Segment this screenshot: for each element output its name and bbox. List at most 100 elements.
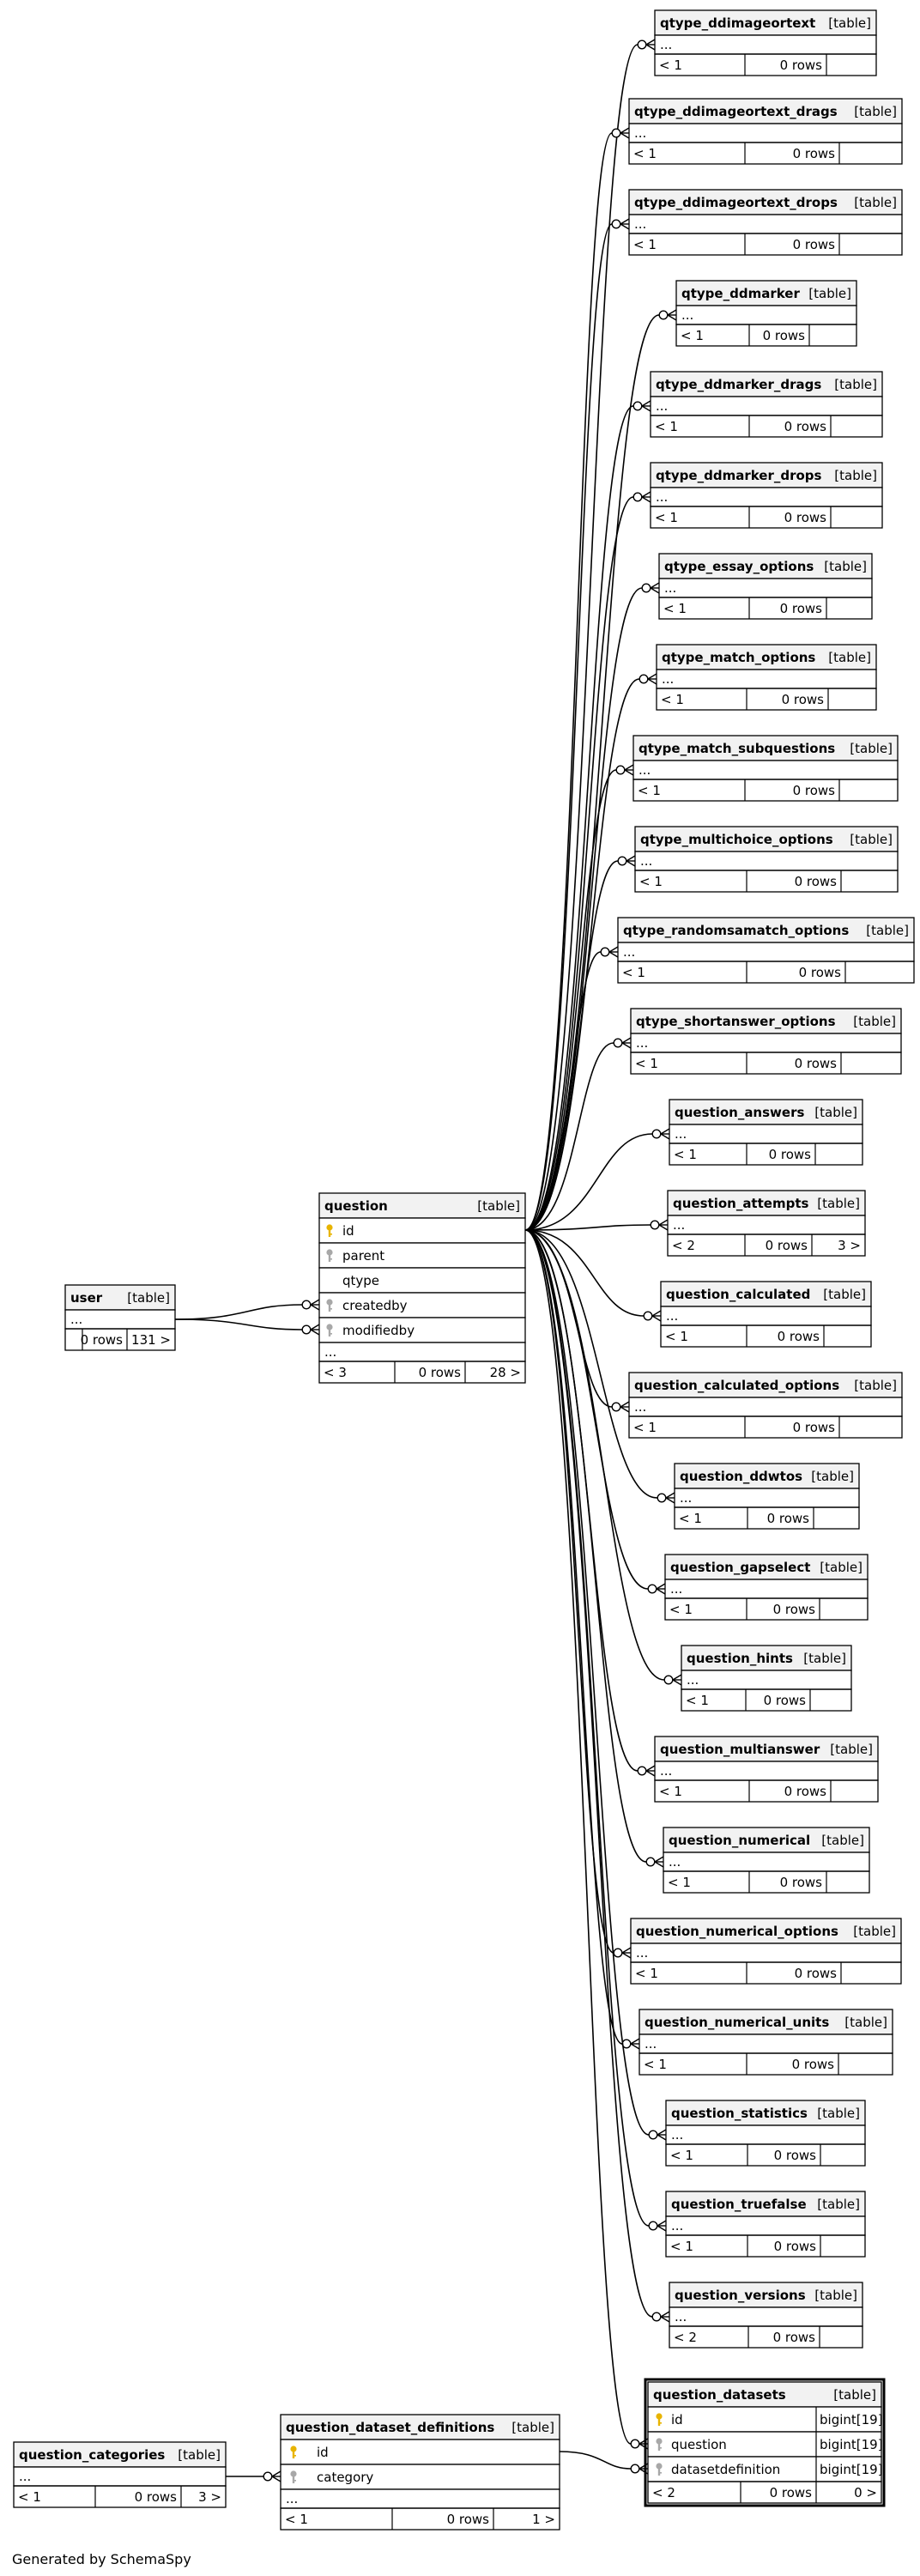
question-multianswer-table-parents-count[interactable]: < 1 bbox=[659, 1784, 682, 1799]
question-categories-table-parents-count[interactable]: < 1 bbox=[18, 2489, 41, 2505]
qtype-match-options-table-parents-count[interactable]: < 1 bbox=[661, 692, 684, 707]
qtype-ddmarker-drags-table-parents-count[interactable]: < 1 bbox=[655, 419, 678, 434]
qtype-ddimageortext-drags-table-parents-count[interactable]: < 1 bbox=[633, 146, 657, 161]
question-calculated-options-table-title[interactable]: question_calculated_options bbox=[634, 1378, 839, 1393]
qtype-multichoice-options-table-parents-count[interactable]: < 1 bbox=[639, 874, 663, 889]
qtype-ddmarker-drops-table-parents-count[interactable]: < 1 bbox=[655, 510, 678, 525]
question-dataset-definitions-table-children-count[interactable]: 1 > bbox=[532, 2512, 555, 2527]
question-attempts-table-title[interactable]: question_attempts bbox=[673, 1196, 808, 1211]
question-column-qtype[interactable]: qtype bbox=[342, 1273, 379, 1288]
question-table-parents-count[interactable]: < 3 bbox=[324, 1365, 347, 1380]
question-calculated-table-title[interactable]: question_calculated bbox=[666, 1287, 810, 1302]
question-dataset-definitions-column-id[interactable]: id bbox=[317, 2445, 329, 2460]
question-numerical-options-table-parents-count[interactable]: < 1 bbox=[635, 1966, 658, 1981]
qtype-ddimageortext-drops-table-title[interactable]: qtype_ddimageortext_drops bbox=[634, 195, 838, 210]
question-datasets-table-parents-count[interactable]: < 2 bbox=[652, 2485, 675, 2500]
qtype-essay-options-table-title[interactable]: qtype_essay_options bbox=[664, 559, 814, 574]
qtype-ddimageortext-drags-table-title[interactable]: qtype_ddimageortext_drags bbox=[634, 104, 838, 119]
question-gapselect-table-title[interactable]: question_gapselect bbox=[670, 1560, 810, 1575]
question-categories-table-children-count[interactable]: 3 > bbox=[198, 2489, 221, 2505]
question-column-parent[interactable]: parent bbox=[342, 1248, 384, 1264]
question-versions-table-title[interactable]: question_versions bbox=[675, 2288, 806, 2303]
qtype-ddimageortext-table-title[interactable]: qtype_ddimageortext bbox=[660, 15, 815, 31]
question-versions-table-parents-count[interactable]: < 2 bbox=[674, 2330, 697, 2345]
qtype-shortanswer-options-table-title[interactable]: qtype_shortanswer_options bbox=[636, 1014, 836, 1029]
question-statistics-table-title[interactable]: question_statistics bbox=[671, 2106, 808, 2121]
qtype-multichoice-options-table-title[interactable]: qtype_multichoice_options bbox=[640, 832, 833, 847]
question-calculated-table-parents-count[interactable]: < 1 bbox=[665, 1329, 688, 1344]
qtype-randomsamatch-options-table-title[interactable]: qtype_randomsamatch_options bbox=[623, 923, 849, 938]
question-ddwtos-table-title[interactable]: question_ddwtos bbox=[680, 1469, 802, 1484]
qtype-ddimageortext-drops-table-parents-count[interactable]: < 1 bbox=[633, 237, 657, 252]
question-hints-table-title[interactable]: question_hints bbox=[687, 1651, 793, 1666]
question-dataset-definitions-table-title[interactable]: question_dataset_definitions bbox=[286, 2420, 494, 2435]
question-column-id[interactable]: id bbox=[342, 1223, 354, 1239]
question-dataset-definitions-table[interactable]: question_dataset_definitions[table]idcat… bbox=[280, 2414, 560, 2531]
question-gapselect-table-parents-count[interactable]: < 1 bbox=[669, 1602, 693, 1617]
question-datasets-column-datasetdefinition[interactable]: datasetdefinition bbox=[671, 2462, 780, 2477]
qtype-ddmarker-drags-table-title[interactable]: qtype_ddmarker_drags bbox=[656, 377, 821, 392]
qtype-ddimageortext-table-parents-count[interactable]: < 1 bbox=[659, 58, 682, 73]
question-datasets-table-title[interactable]: question_datasets bbox=[653, 2387, 786, 2403]
question-datasets-table-children-count[interactable]: 0 > bbox=[854, 2485, 877, 2500]
question-answers-table-parents-count[interactable]: < 1 bbox=[674, 1147, 697, 1162]
question-hints-table-parents-count[interactable]: < 1 bbox=[686, 1693, 709, 1708]
qtype-ddmarker-drops-table-title[interactable]: qtype_ddmarker_drops bbox=[656, 468, 822, 483]
question-numerical-table-parents-count[interactable]: < 1 bbox=[668, 1875, 691, 1890]
qtype-match-subquestions-table-parents-count[interactable]: < 1 bbox=[638, 783, 661, 798]
question-dataset-definitions-column-category[interactable]: category bbox=[317, 2470, 373, 2485]
user-table-title[interactable]: user bbox=[70, 1290, 103, 1306]
question-multianswer-table-title[interactable]: question_multianswer bbox=[660, 1742, 820, 1757]
qtype-randomsamatch-options-table-parents-count[interactable]: < 1 bbox=[622, 965, 645, 980]
qtype-ddmarker-table-parents-count[interactable]: < 1 bbox=[681, 328, 704, 343]
question-column-createdby[interactable]: createdby bbox=[342, 1298, 408, 1313]
question-numerical-units-table-title[interactable]: question_numerical_units bbox=[645, 2015, 829, 2030]
question-table[interactable]: question[table]idparentqtypecreatedbymod… bbox=[318, 1192, 526, 1384]
question-answers-table-title[interactable]: question_answers bbox=[675, 1105, 804, 1120]
question-numerical-options-table-title[interactable]: question_numerical_options bbox=[636, 1924, 838, 1939]
question-attempts-table-parents-count[interactable]: < 2 bbox=[672, 1238, 695, 1253]
user-table-children-count[interactable]: 131 > bbox=[131, 1332, 171, 1348]
question-categories-table-title[interactable]: question_categories bbox=[19, 2447, 165, 2463]
qtype-randomsamatch-options-table[interactable]: qtype_randomsamatch_options[table]...< 1… bbox=[617, 917, 915, 984]
question-table-title[interactable]: question bbox=[324, 1198, 388, 1214]
question-calculated-options-table-parents-count[interactable]: < 1 bbox=[633, 1420, 657, 1435]
question-numerical-table-title[interactable]: question_numerical bbox=[669, 1833, 810, 1848]
question-column-modifiedby[interactable]: modifiedby bbox=[342, 1323, 415, 1338]
question-datasets-column-id[interactable]: id bbox=[671, 2412, 683, 2428]
qtype-match-subquestions-table-title[interactable]: qtype_match_subquestions bbox=[639, 741, 835, 756]
qtype-match-options-table-title[interactable]: qtype_match_options bbox=[662, 650, 815, 665]
question-ddwtos-table-parents-count[interactable]: < 1 bbox=[679, 1511, 702, 1526]
question-truefalse-table-title[interactable]: question_truefalse bbox=[671, 2197, 807, 2212]
question-attempts-table-children-count[interactable]: 3 > bbox=[838, 1238, 861, 1253]
question-dataset-definitions-table-parents-count[interactable]: < 1 bbox=[285, 2512, 308, 2527]
question-calculated-options-table[interactable]: question_calculated_options[table]...< 1… bbox=[628, 1372, 903, 1439]
question-table-children-count[interactable]: 28 > bbox=[490, 1365, 521, 1380]
question-truefalse-table-parents-count[interactable]: < 1 bbox=[670, 2239, 693, 2254]
